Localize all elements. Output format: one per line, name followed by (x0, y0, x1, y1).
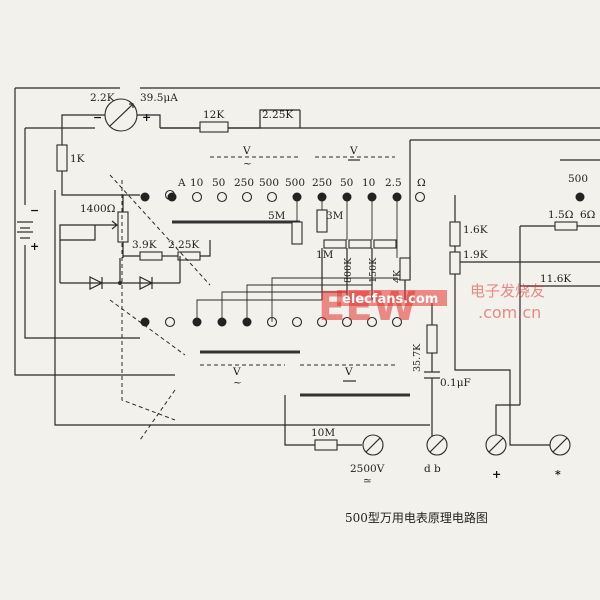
potentiometer-1400: 1400Ω (59, 195, 129, 258)
range-labels-bottom: V ~ V (200, 364, 395, 389)
range-500c: 500 (568, 173, 588, 185)
range-v-dc-bottom: V (344, 366, 353, 378)
meter-minus-sign: − (93, 111, 102, 124)
terminal-2500v[interactable] (362, 434, 384, 456)
terminal-star-label: * (555, 468, 561, 481)
resistor-12k: 12K (160, 109, 229, 133)
diagram-caption: 500型万用电表原理电路图 (345, 510, 488, 525)
resistor-800k-label: 800K (343, 257, 354, 283)
resistor-12k-label: 12K (203, 109, 224, 121)
meter-plus-sign: + (142, 111, 151, 124)
contact-row-top (167, 191, 585, 258)
capacitor-0p1uf: 0.1μF (424, 371, 471, 440)
range-250b: 250 (312, 177, 332, 189)
range-10b: 10 (362, 177, 375, 189)
range-500: 500 (259, 177, 279, 189)
right-resistors: 1.6K 1.9K 1.5Ω 6Ω 11.6K (449, 195, 600, 446)
meter-current-label: 39.5μA (140, 92, 178, 104)
resistor-3p9k-label: 3.9K (132, 239, 157, 251)
resistor-11p6k-label: 11.6K (540, 273, 571, 285)
resistor-3p9k: 3.9K (123, 239, 163, 261)
multiplier-resistors: 5M 3M 1M 800K 150K 4K (268, 209, 411, 300)
resistor-2p25k-label: 2.25K (168, 239, 199, 251)
range-v-ac-tilde: ~ (243, 158, 252, 170)
battery-plus: + (30, 240, 39, 253)
range-50: 50 (212, 177, 225, 189)
terminal-2500v-tilde: ≃ (363, 475, 372, 487)
pot-1400-label: 1400Ω (80, 203, 116, 215)
contact-row-bottom (192, 277, 410, 397)
terminal-db-label: d b (424, 463, 441, 475)
diodes (59, 240, 181, 290)
terminal-2500v-label: 2500V (350, 463, 385, 475)
watermark-site: elecfans.com (342, 292, 438, 307)
watermark-com: .com.cn (478, 303, 541, 322)
range-header-top: V ~ V A 10 50 250 500 500 250 50 10 2.5 … (177, 145, 588, 189)
terminals: 2500V ≃ d b + * (350, 404, 571, 487)
resistor-10m: 10M (284, 395, 362, 451)
battery: − + (17, 204, 39, 253)
range-ohm: Ω (417, 177, 426, 189)
range-2p5: 2.5 (385, 177, 402, 189)
terminal-db[interactable] (426, 434, 448, 456)
galvanometer: 2.2K 39.5μA − + (61, 92, 178, 145)
resistor-2p25k-top: 2.25K (228, 109, 301, 129)
resistor-6-label: 6Ω (580, 209, 596, 221)
range-v-ac-bottom-tilde: ~ (233, 377, 242, 389)
terminal-plus[interactable] (485, 434, 507, 456)
resistor-10m-label: 10M (311, 427, 335, 439)
capacitor-label: 0.1μF (440, 377, 471, 389)
meter-r-label: 2.2K (90, 92, 115, 104)
resistor-1k: 1K (56, 144, 140, 196)
resistor-2p25k: 2.25K (162, 239, 211, 261)
resistor-1m-label: 1M (316, 249, 334, 261)
range-v-ac-top: V (242, 145, 251, 157)
range-10: 10 (190, 177, 203, 189)
range-250: 250 (234, 177, 254, 189)
resistor-150k-label: 150K (368, 257, 379, 283)
range-50b: 50 (340, 177, 353, 189)
terminal-star[interactable] (549, 434, 571, 456)
battery-minus: − (30, 204, 39, 217)
watermark: EEW elecfans.com 电子发烧友 .com.cn (318, 282, 545, 330)
resistor-1p9k-label: 1.9K (463, 249, 488, 261)
watermark-cn: 电子发烧友 (470, 282, 545, 300)
resistor-1p6k-label: 1.6K (463, 224, 488, 236)
resistor-2p25k-top-label: 2.25K (262, 109, 293, 121)
range-a: A (177, 177, 186, 189)
resistor-5m-label: 5M (268, 210, 286, 222)
resistor-1p5-label: 1.5Ω (548, 209, 574, 221)
range-v-dc-top: V (349, 145, 358, 157)
terminal-plus-label: + (492, 468, 501, 481)
resistor-3m-label: 3M (326, 210, 344, 222)
resistor-4k-label: 4K (392, 269, 403, 283)
outer-wires (14, 87, 600, 426)
range-v-ac-bottom: V (232, 366, 241, 378)
resistor-35p7k-label: 35.7K (412, 343, 423, 372)
resistor-1k-label: 1K (70, 153, 85, 165)
range-500b: 500 (285, 177, 305, 189)
